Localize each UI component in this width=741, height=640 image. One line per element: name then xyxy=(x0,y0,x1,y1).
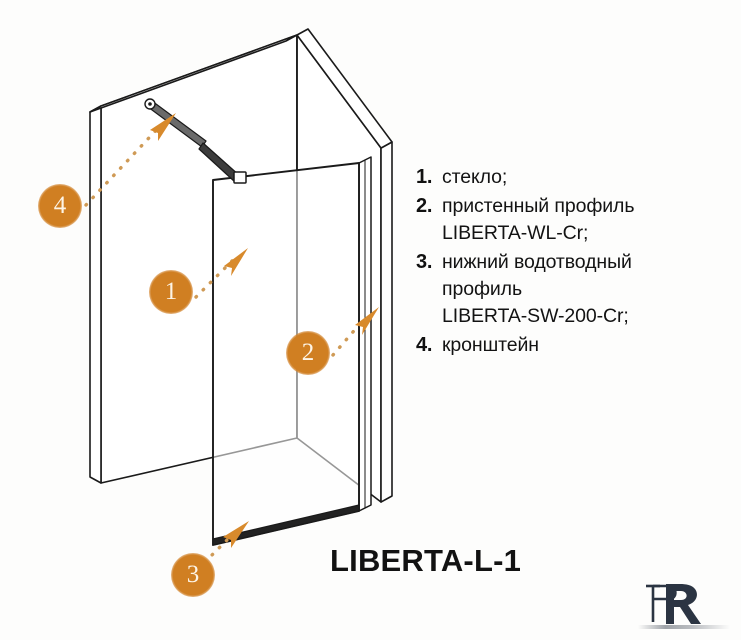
legend-item-1: 1. стекло; xyxy=(416,163,726,191)
legend-item-2-continued: LIBERTA-WL-Cr; xyxy=(416,219,726,247)
support-bracket xyxy=(144,98,247,184)
legend-number-3: 3. xyxy=(416,251,433,273)
legend-item-2: 2. пристенный профиль xyxy=(416,192,726,220)
legend-item-4: 4. кронштейн xyxy=(416,331,726,359)
legend-number-2: 2. xyxy=(416,195,433,217)
leader-line-4 xyxy=(84,123,163,207)
legend-label-2-line2: LIBERTA-WL-Cr; xyxy=(442,222,589,244)
callout-arrowheads xyxy=(150,113,379,548)
arrowhead-4 xyxy=(150,113,176,141)
legend-label-3-line3: LIBERTA-SW-200-Cr; xyxy=(442,305,629,327)
arrowhead-3 xyxy=(223,521,249,548)
callout-marker-2[interactable]: 2 xyxy=(286,331,330,375)
arrowhead-1 xyxy=(224,248,248,276)
legend-item-3-continued-b: LIBERTA-SW-200-Cr; xyxy=(416,302,726,330)
bottom-water-profile xyxy=(212,504,360,546)
legend-label-3-line2: профиль xyxy=(442,278,523,300)
arrowhead-2 xyxy=(355,307,379,335)
callout-marker-1[interactable]: 1 xyxy=(149,270,193,314)
legend-item-3: 3. нижний водотводный xyxy=(416,248,726,276)
callout-marker-3[interactable]: 3 xyxy=(171,553,215,597)
legend-label-2: пристенный профиль xyxy=(442,195,635,217)
legend-item-3-continued-a: профиль xyxy=(416,275,726,303)
parts-legend: 1. стекло; 2. пристенный профиль LIBERTA… xyxy=(416,163,726,360)
logo-letter-r-right xyxy=(666,584,701,624)
legend-label-4: кронштейн xyxy=(442,334,539,356)
wall-profile xyxy=(358,156,372,512)
model-title: LIBERTA-L-1 xyxy=(330,543,522,578)
leader-line-1 xyxy=(194,257,236,299)
brand-monogram-rr-logo xyxy=(638,584,730,629)
legend-number-1: 1. xyxy=(416,166,433,188)
callout-marker-4[interactable]: 4 xyxy=(38,184,82,228)
legend-label-3: нижний водотводный xyxy=(442,251,632,273)
legend-label-1: стекло; xyxy=(442,166,508,188)
logo-shadow-sweep xyxy=(638,625,730,629)
legend-number-4: 4. xyxy=(416,334,433,356)
leader-line-3 xyxy=(203,532,235,564)
